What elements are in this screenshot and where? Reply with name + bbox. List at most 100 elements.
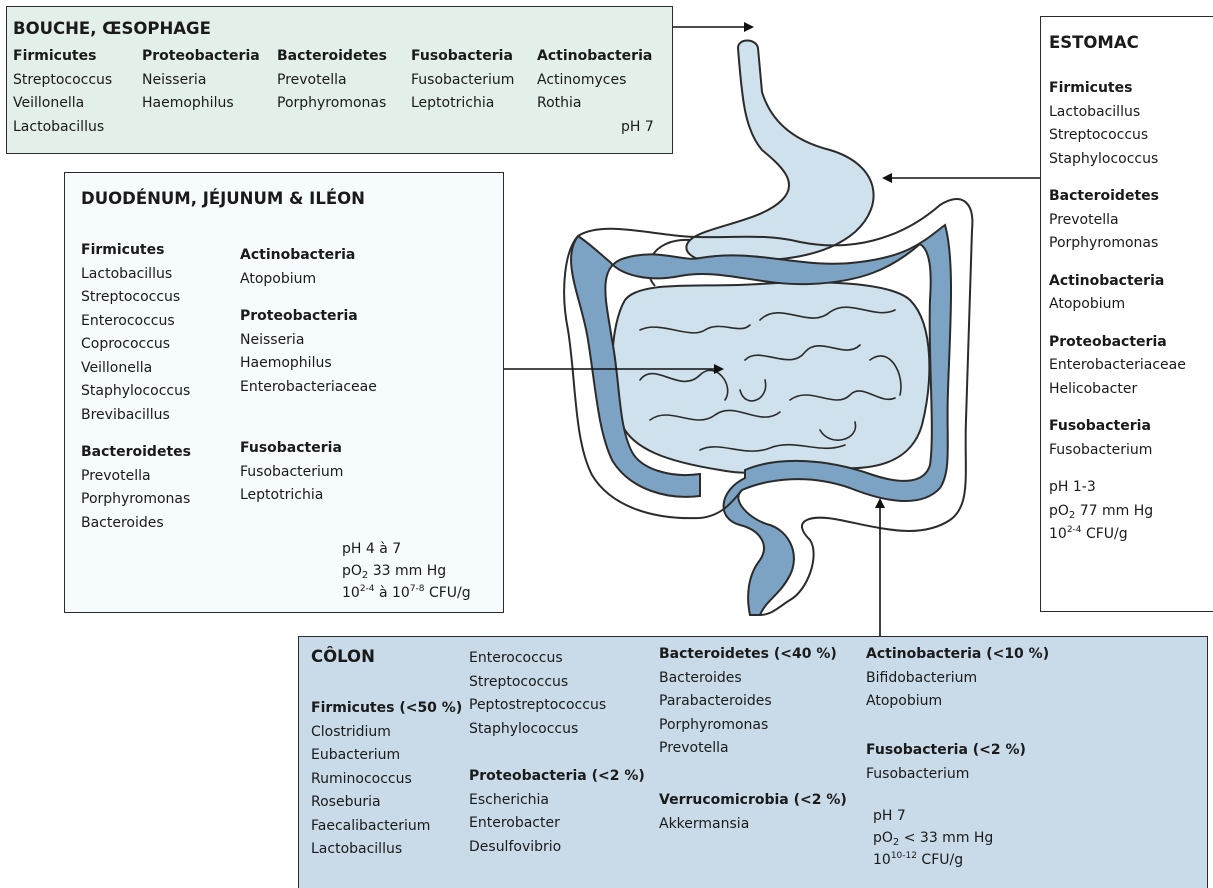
genus-label: Streptococcus <box>469 671 606 695</box>
phylum-label: Firmicutes <box>1049 77 1186 101</box>
genus-label: Neisseria <box>142 69 260 93</box>
phylum-label: Firmicutes <box>13 45 112 69</box>
genus-label: Haemophilus <box>142 92 260 116</box>
genus-label: Prevotella <box>1049 209 1186 233</box>
genus-label: Fusobacterium <box>1049 439 1186 463</box>
genus-label: Helicobacter <box>1049 378 1186 402</box>
colon-cfu: 1010-12 CFU/g <box>873 849 993 871</box>
colon-proteobacteria: Proteobacteria (<2 %) Escherichia Entero… <box>469 765 645 859</box>
genus-label: Ruminococcus <box>311 768 462 792</box>
genus-label: Actinomyces <box>537 69 652 93</box>
genus-label: Desulfovibrio <box>469 836 645 860</box>
genus-label: Staphylococcus <box>1049 148 1186 172</box>
genus-label: Lactobacillus <box>13 116 112 140</box>
phylum-label: Proteobacteria <box>142 45 260 69</box>
phylum-label: Actinobacteria <box>1049 270 1186 294</box>
stomach-ph: pH 1-3 <box>1049 476 1186 500</box>
genus-label: Brevibacillus <box>81 404 191 428</box>
genus-label: Veillonella <box>81 357 191 381</box>
phylum-label: Firmicutes (<50 %) <box>311 697 462 721</box>
colon-bacteroidetes: Bacteroidetes (<40 %) Bacteroides Paraba… <box>659 643 837 761</box>
genus-label: Faecalibacterium <box>311 815 462 839</box>
phylum-label: Fusobacteria <box>411 45 514 69</box>
mouth-col-actinobacteria: Actinobacteria Actinomyces Rothia <box>537 45 652 116</box>
phylum-label: Actinobacteria <box>537 45 652 69</box>
mouth-ph: pH 7 <box>621 116 654 140</box>
genus-label: Porphyromonas <box>659 714 837 738</box>
mouth-col-bacteroidetes: Bacteroidetes Prevotella Porphyromonas <box>277 45 387 116</box>
mouth-col-fusobacteria: Fusobacteria Fusobacterium Leptotrichia <box>411 45 514 116</box>
colon-verrucomicrobia: Verrucomicrobia (<2 %) Akkermansia <box>659 789 847 836</box>
stomach-panel: ESTOMAC Firmicutes Lactobacillus Strepto… <box>1040 16 1213 612</box>
small-intestine-title: DUODÉNUM, JÉJUNUM & ILÉON <box>81 189 365 208</box>
genus-label: Enterobacter <box>469 812 645 836</box>
small-intestine-panel: DUODÉNUM, JÉJUNUM & ILÉON Firmicutes Lac… <box>64 172 504 613</box>
phylum-label: Bacteroidetes <box>277 45 387 69</box>
colon-firmicutes-continued: Enterococcus Streptococcus Peptostreptoc… <box>469 647 606 741</box>
colon-po2: pO2 < 33 mm Hg <box>873 827 993 849</box>
small-cfu: 102-4 à 107-8 CFU/g <box>342 582 471 604</box>
genus-label: Rothia <box>537 92 652 116</box>
genus-label: Peptostreptococcus <box>469 694 606 718</box>
genus-label: Porphyromonas <box>277 92 387 116</box>
genus-label: Porphyromonas <box>1049 232 1186 256</box>
genus-label: Bifidobacterium <box>866 667 1049 691</box>
colon-conditions: pH 7 pO2 < 33 mm Hg 1010-12 CFU/g <box>873 805 993 871</box>
stomach-cfu: 102-4 CFU/g <box>1049 523 1186 547</box>
genus-label: Enterobacteriaceae <box>1049 354 1186 378</box>
genus-label: Roseburia <box>311 791 462 815</box>
genus-label: Lactobacillus <box>81 263 191 287</box>
genus-label: Haemophilus <box>240 352 377 376</box>
genus-label: Streptococcus <box>13 69 112 93</box>
genus-label: Enterobacteriaceae <box>240 376 377 400</box>
small-right-list: Actinobacteria Atopobium Proteobacteria … <box>240 244 377 508</box>
phylum-label: Actinobacteria <box>240 244 377 268</box>
stomach-po2: pO2 77 mm Hg <box>1049 500 1186 524</box>
stomach-list: Firmicutes Lactobacillus Streptococcus S… <box>1049 77 1186 547</box>
mouth-col-proteobacteria: Proteobacteria Neisseria Haemophilus <box>142 45 260 116</box>
genus-label: Porphyromonas <box>81 488 191 512</box>
colon-ph: pH 7 <box>873 805 993 827</box>
phylum-label: Verrucomicrobia (<2 %) <box>659 789 847 813</box>
genus-label: Atopobium <box>866 690 1049 714</box>
genus-label: Atopobium <box>1049 293 1186 317</box>
genus-label: Leptotrichia <box>240 484 377 508</box>
genus-label: Lactobacillus <box>1049 101 1186 125</box>
phylum-label: Bacteroidetes <box>1049 185 1186 209</box>
phylum-label: Bacteroidetes <box>81 441 191 465</box>
phylum-label: Fusobacteria <box>240 437 377 461</box>
genus-label: Staphylococcus <box>81 380 191 404</box>
colon-firmicutes: Firmicutes (<50 %) Clostridium Eubacteri… <box>311 697 462 862</box>
stomach-title: ESTOMAC <box>1049 33 1139 52</box>
genus-label: Neisseria <box>240 329 377 353</box>
genus-label: Eubacterium <box>311 744 462 768</box>
genus-label: Fusobacterium <box>866 763 1026 787</box>
genus-label: Prevotella <box>81 465 191 489</box>
genus-label: Escherichia <box>469 789 645 813</box>
genus-label: Prevotella <box>659 737 837 761</box>
phylum-label: Firmicutes <box>81 239 191 263</box>
genus-label: Akkermansia <box>659 813 847 837</box>
phylum-label: Proteobacteria (<2 %) <box>469 765 645 789</box>
small-po2: pO2 33 mm Hg <box>342 560 471 582</box>
colon-panel: CÔLON Firmicutes (<50 %) Clostridium Eub… <box>298 636 1208 888</box>
small-left-list: Firmicutes Lactobacillus Streptococcus E… <box>81 239 191 535</box>
phylum-label: Fusobacteria <box>1049 415 1186 439</box>
genus-label: Fusobacterium <box>411 69 514 93</box>
genus-label: Fusobacterium <box>240 461 377 485</box>
genus-label: Parabacteroides <box>659 690 837 714</box>
genus-label: Bacteroides <box>81 512 191 536</box>
genus-label: Leptotrichia <box>411 92 514 116</box>
genus-label: Staphylococcus <box>469 718 606 742</box>
genus-label: Bacteroides <box>659 667 837 691</box>
phylum-label: Actinobacteria (<10 %) <box>866 643 1049 667</box>
phylum-label: Proteobacteria <box>1049 331 1186 355</box>
genus-label: Clostridium <box>311 721 462 745</box>
genus-label: Veillonella <box>13 92 112 116</box>
phylum-label: Fusobacteria (<2 %) <box>866 739 1026 763</box>
phylum-label: Proteobacteria <box>240 305 377 329</box>
genus-label: Atopobium <box>240 268 377 292</box>
colon-fusobacteria: Fusobacteria (<2 %) Fusobacterium <box>866 739 1026 786</box>
mouth-title: BOUCHE, ŒSOPHAGE <box>13 19 211 38</box>
genus-label: Coprococcus <box>81 333 191 357</box>
